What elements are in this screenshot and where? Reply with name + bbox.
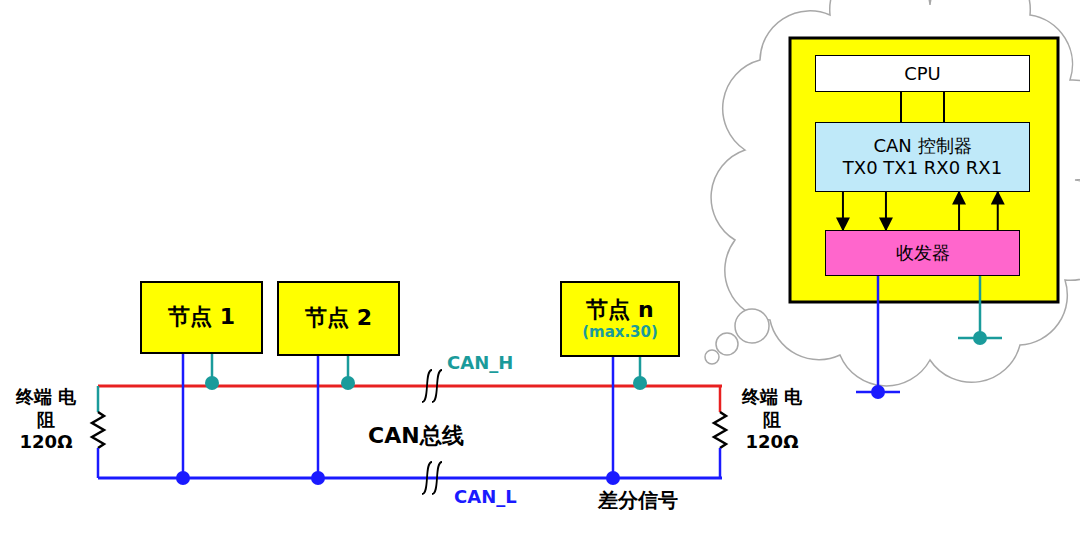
node-housing <box>790 38 1058 302</box>
node-text: 节点 2 <box>305 305 372 331</box>
signal-arrow <box>842 192 844 230</box>
node-text: TX0 TX1 RX0 RX1 <box>843 157 1002 179</box>
node-box: 节点 n(max.30) <box>560 281 680 357</box>
signal-arrow <box>885 192 887 230</box>
node-taps <box>176 354 647 485</box>
thought-cloud <box>705 0 1080 386</box>
node-text: CPU <box>904 63 941 85</box>
node-text: 收发器 <box>896 242 950 264</box>
terminator-label: 终端 电阻 120Ω <box>10 386 82 454</box>
node-text: CAN 控制器 <box>873 135 971 157</box>
cpu-box: CPU <box>815 55 1030 92</box>
signal-name: CAN_H <box>447 352 513 375</box>
node-box: 节点 1 <box>140 281 263 354</box>
signal-name: CAN_L <box>454 486 517 509</box>
transceiver-box: 收发器 <box>825 230 1020 276</box>
can-l-wire <box>98 477 722 480</box>
node-box: 节点 2 <box>277 281 400 356</box>
transceiver-leads <box>856 276 1002 399</box>
controller-box: CAN 控制器TX0 TX1 RX0 RX1 <box>815 122 1030 192</box>
node-text: 节点 n <box>586 297 653 323</box>
bus-name: CAN总线 <box>368 422 464 450</box>
signal-arrow <box>997 192 999 230</box>
node-text: 节点 1 <box>168 304 235 330</box>
node-text: (max.30) <box>582 323 658 341</box>
can-h-wire <box>98 385 722 388</box>
bus-link <box>900 92 902 122</box>
signal-arrow <box>958 192 960 230</box>
resistor-symbol <box>92 386 726 478</box>
signal-note: 差分信号 <box>598 488 678 513</box>
bus-link <box>943 92 945 122</box>
terminator-label: 终端 电阻 120Ω <box>736 386 808 454</box>
